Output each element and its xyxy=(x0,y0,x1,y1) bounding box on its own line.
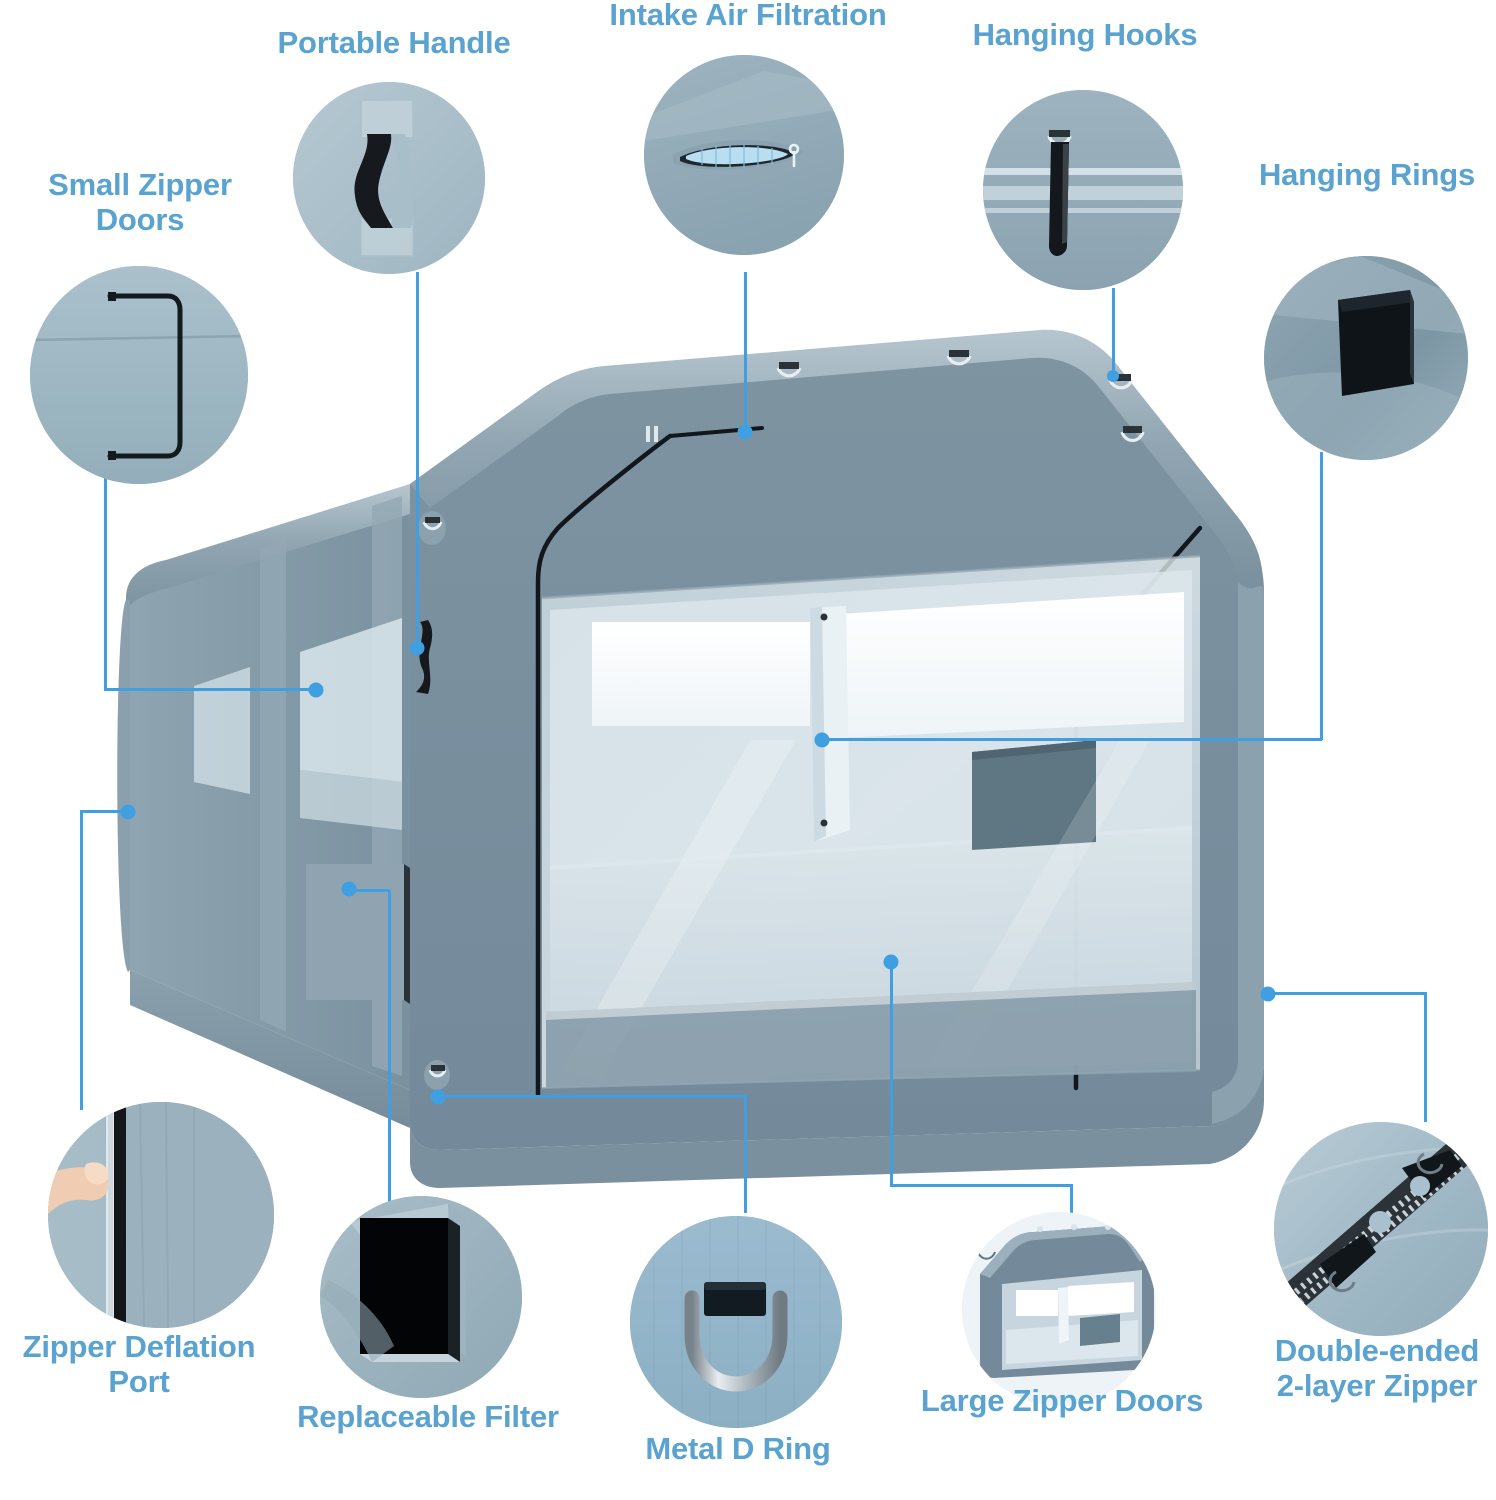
connector-portable-handle xyxy=(416,272,419,646)
connector-intake-air-filtration xyxy=(744,272,747,430)
anchor-intake-air-filtration xyxy=(737,424,753,440)
anchor-large-zipper-doors xyxy=(883,954,899,970)
anchor-metal-d-ring xyxy=(430,1089,446,1105)
connector-deflation-port-h xyxy=(80,810,128,813)
callout-hanging-hooks[interactable] xyxy=(983,90,1183,290)
callout-metal-d-ring[interactable] xyxy=(630,1216,842,1428)
callout-double-ended-zipper[interactable] xyxy=(1274,1122,1488,1336)
connector-large-zipper-v1 xyxy=(890,962,893,1186)
connector-metal-d-ring-v xyxy=(744,1095,747,1213)
connector-metal-d-ring-h xyxy=(438,1095,746,1098)
anchor-hanging-rings xyxy=(814,732,830,748)
zipper-pull-icon xyxy=(646,426,658,442)
label-zipper-deflation-port: Zipper Deflation Port xyxy=(22,1329,256,1399)
tent-front-face xyxy=(410,329,1264,1188)
callout-zipper-deflation-port[interactable] xyxy=(48,1102,274,1328)
connector-large-zipper-v2 xyxy=(1070,1184,1073,1220)
callout-intake-air-filtration[interactable] xyxy=(644,55,844,255)
bottom-d-ring xyxy=(424,1060,450,1090)
connector-hanging-rings-h xyxy=(822,738,1322,741)
connector-double-zipper-v xyxy=(1424,992,1427,1122)
label-portable-handle: Portable Handle xyxy=(277,25,511,60)
anchor-portable-handle xyxy=(409,640,425,656)
label-double-ended-zipper: Double-ended 2-layer Zipper xyxy=(1274,1333,1480,1403)
anchor-hanging-hooks xyxy=(1107,370,1119,382)
connector-deflation-port-v xyxy=(80,810,83,1110)
label-intake-air-filtration: Intake Air Filtration xyxy=(609,0,887,32)
connector-hanging-rings-v xyxy=(1320,452,1323,740)
connector-large-zipper-h xyxy=(890,1184,1072,1187)
connector-replaceable-filter-h xyxy=(349,889,390,892)
label-replaceable-filter: Replaceable Filter xyxy=(297,1399,559,1434)
connector-replaceable-filter xyxy=(388,890,391,1208)
roof-d-rings xyxy=(776,350,1145,442)
side-d-ring-and-handle xyxy=(416,511,446,694)
label-hanging-hooks: Hanging Hooks xyxy=(972,17,1198,52)
label-hanging-rings: Hanging Rings xyxy=(1258,157,1476,192)
label-small-zipper-doors: Small Zipper Doors xyxy=(48,167,232,237)
large-zipper-door-panel xyxy=(542,556,1200,1088)
label-large-zipper-doors: Large Zipper Doors xyxy=(920,1383,1204,1418)
connector-small-zipper-doors-h xyxy=(104,688,316,691)
anchor-deflation-port xyxy=(120,804,136,820)
callout-replaceable-filter[interactable] xyxy=(320,1196,522,1398)
anchor-double-zipper xyxy=(1260,986,1276,1002)
anchor-small-zipper-doors xyxy=(308,682,324,698)
connector-double-zipper-h xyxy=(1266,992,1426,995)
connector-hanging-hooks xyxy=(1112,288,1115,374)
callout-hanging-rings[interactable] xyxy=(1264,256,1468,460)
callout-large-zipper-doors[interactable] xyxy=(962,1212,1156,1406)
callout-small-zipper-doors[interactable] xyxy=(30,266,248,484)
connector-small-zipper-doors-v xyxy=(104,478,107,690)
callout-portable-handle[interactable] xyxy=(293,82,485,274)
product-illustration xyxy=(110,270,1300,1200)
label-metal-d-ring: Metal D Ring xyxy=(645,1431,831,1466)
tent-side-wall xyxy=(117,484,410,1128)
